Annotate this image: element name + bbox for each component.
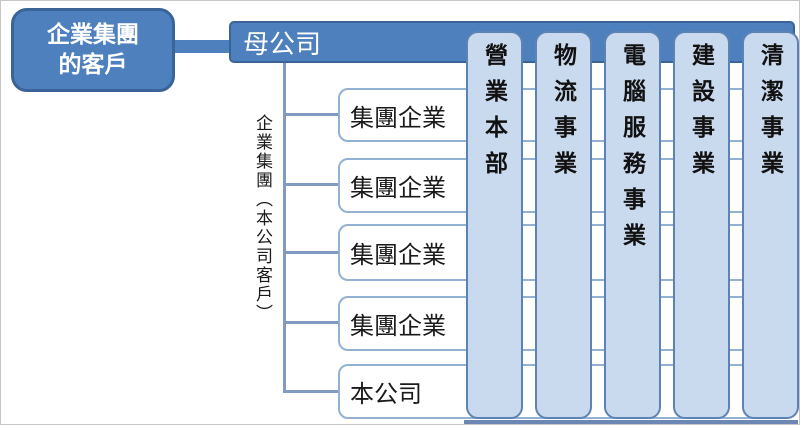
division-label: 物流事業 bbox=[550, 43, 577, 187]
division-label: 電腦服務事業 bbox=[619, 43, 646, 259]
division-bar-logistics: 物流事業 bbox=[535, 31, 592, 419]
client-group-label-line1: 企業集團 bbox=[47, 21, 139, 48]
client-group-label-line2: 的客戶 bbox=[58, 51, 128, 77]
branch-line-row-5 bbox=[284, 390, 339, 393]
branch-line-row-1 bbox=[284, 113, 339, 116]
branch-line-row-4 bbox=[284, 321, 339, 324]
branch-line-row-2 bbox=[284, 183, 339, 186]
client-to-parent-connector bbox=[173, 40, 231, 53]
division-label: 建設事業 bbox=[688, 43, 715, 187]
division-bar-sales-hq: 營業本部 bbox=[466, 31, 523, 419]
division-bar-construction: 建設事業 bbox=[673, 31, 730, 419]
parent-company-label: 母公司 bbox=[243, 28, 322, 59]
group-company-label: 集團企業 bbox=[350, 313, 446, 340]
branch-line-row-3 bbox=[284, 251, 339, 254]
group-company-label: 集團企業 bbox=[350, 104, 446, 132]
division-label: 清潔事業 bbox=[757, 43, 784, 187]
bottom-edge-strip bbox=[464, 420, 798, 424]
group-company-label: 集團企業 bbox=[350, 242, 446, 269]
division-label: 營業本部 bbox=[481, 43, 508, 187]
group-company-label: 集團企業 bbox=[350, 175, 446, 202]
group-side-label: 企業集團（本公司客戶） bbox=[253, 113, 272, 323]
client-group-box: 企業集團 的客戶 bbox=[11, 8, 175, 92]
division-bar-cleaning: 清潔事業 bbox=[742, 31, 799, 419]
trunk-connector-line bbox=[283, 63, 286, 393]
own-company-label: 本公司 bbox=[350, 381, 422, 408]
division-bar-computer-services: 電腦服務事業 bbox=[604, 31, 661, 419]
